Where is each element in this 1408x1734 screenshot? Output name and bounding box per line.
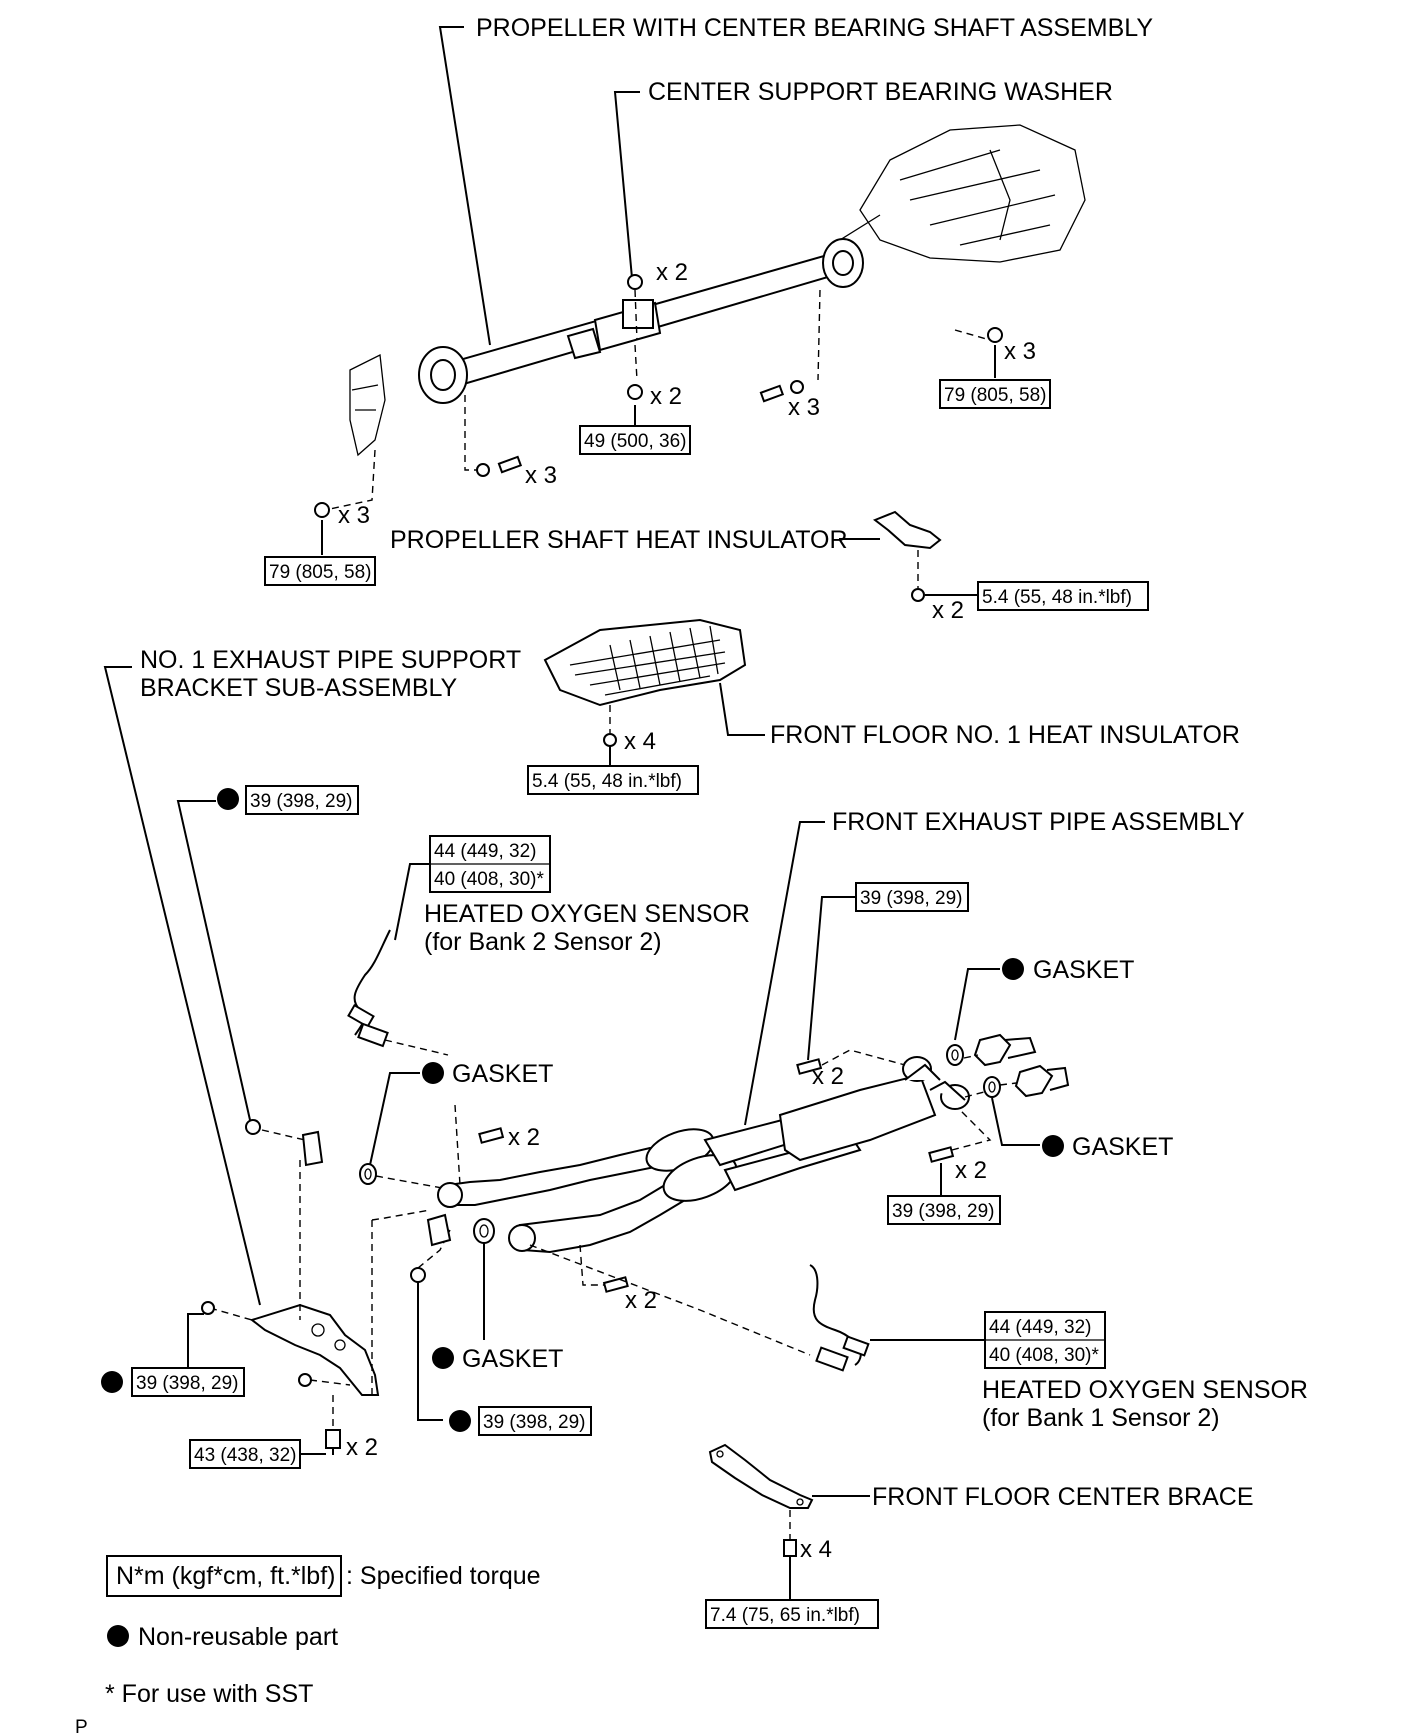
torque-floor-insulator: 5.4 (55, 48 in.*lbf) [532,771,682,792]
legend-torque-unit: N*m (kgf*cm, ft.*lbf) [116,1562,335,1590]
nonreusable-mark [101,1371,123,1393]
propeller-shaft [418,238,864,404]
front-floor-brace-label: FRONT FLOOR CENTER BRACE [872,1483,1254,1511]
brace-bolt-qty: x 4 [800,1536,832,1563]
right-bolt-qty: x 3 [788,394,820,421]
center-support-washer-label: CENTER SUPPORT BEARING WASHER [648,78,1113,106]
washer-qty: x 2 [656,259,688,286]
front-exhaust-pipe-label: FRONT EXHAUST PIPE ASSEMBLY [832,808,1245,836]
o2-sensor-bank1 [809,1264,870,1372]
torque-o2-b1-a: 44 (449, 32) [989,1317,1091,1338]
propeller-assembly-label: PROPELLER WITH CENTER BEARING SHAFT ASSE… [476,14,1153,42]
torque-pipe-left-nut: 39 (398, 29) [483,1412,585,1433]
o2-sensor-b2-label-1: HEATED OXYGEN SENSOR [424,900,750,928]
bracket-bolt-qty: x 2 [346,1434,378,1461]
pipe-bolt-center-qty: x 2 [508,1124,540,1151]
nonreusable-mark [422,1062,444,1084]
torque-bracket-top-nut: 39 (398, 29) [250,791,352,812]
torque-propeller-insulator: 5.4 (55, 48 in.*lbf) [982,587,1132,608]
propeller-heat-insulator-label: PROPELLER SHAFT HEAT INSULATOR [390,526,848,554]
support-bracket-label-2: BRACKET SUB-ASSEMBLY [140,674,458,702]
nonreusable-mark [1042,1135,1064,1157]
torque-pipe-right-top: 39 (398, 29) [860,888,962,909]
gasket-lower-right-label: GASKET [1072,1133,1173,1161]
pipe-bolt-right-qty: x 2 [812,1063,844,1090]
o2-sensor-b1-label-1: HEATED OXYGEN SENSOR [982,1376,1308,1404]
support-bracket [249,1303,380,1396]
front-floor-insulator-label: FRONT FLOOR NO. 1 HEAT INSULATOR [770,721,1240,749]
nonreusable-mark [217,788,239,810]
torque-o2-b1-b: 40 (408, 30)* [989,1345,1099,1366]
legend-torque-desc: : Specified torque [346,1562,541,1590]
footer-code: P [75,1717,88,1734]
nonreusable-mark [1002,958,1024,980]
propeller-heat-insulator [872,510,942,550]
torque-left-flange: 79 (805, 58) [269,562,371,583]
legend-sst-note: * For use with SST [105,1680,313,1708]
o2-sensor-b2-label-2: (for Bank 2 Sensor 2) [424,928,662,956]
torque-pipe-right-bottom: 39 (398, 29) [892,1201,994,1222]
floor-nut-qty: x 4 [624,728,656,755]
left-nut-qty: x 3 [338,502,370,529]
left-bolt-qty: x 3 [525,462,557,489]
pipe-bolt-right-lower-qty: x 2 [955,1157,987,1184]
torque-bracket-left: 39 (398, 29) [136,1373,238,1394]
gasket-left-upper-label: GASKET [452,1060,553,1088]
o2-sensor-bank2 [347,929,391,1048]
front-floor-center-brace [708,1443,814,1509]
front-floor-insulator [543,618,747,707]
torque-center-bolt: 49 (500, 36) [584,431,686,452]
gasket-upper-right-label: GASKET [1033,956,1134,984]
torque-o2-b2-a: 44 (449, 32) [434,841,536,862]
propeller-leader-lines [321,26,996,555]
front-exhaust-pipe [437,1056,970,1254]
torque-right-flange: 79 (805, 58) [944,385,1046,406]
legend-nonreusable: Non-reusable part [138,1623,338,1651]
pipe-bolt-lower-qty: x 2 [625,1287,657,1314]
torque-brace: 7.4 (75, 65 in.*lbf) [710,1605,860,1626]
support-bracket-label-1: NO. 1 EXHAUST PIPE SUPPORT [140,646,521,674]
right-nut-qty: x 3 [1004,338,1036,365]
insulator-nut-qty: x 2 [932,597,964,624]
nonreusable-mark [432,1347,454,1369]
torque-o2-b2-b: 40 (408, 30)* [434,869,544,890]
propeller-fasteners [314,274,1003,518]
center-bolt-qty: x 2 [650,383,682,410]
nonreusable-mark [449,1410,471,1432]
torque-bracket-bolt: 43 (438, 32) [194,1445,296,1466]
nonreusable-mark [107,1625,129,1647]
gasket-left-lower-label: GASKET [462,1345,563,1373]
o2-sensor-b1-label-2: (for Bank 1 Sensor 2) [982,1404,1220,1432]
